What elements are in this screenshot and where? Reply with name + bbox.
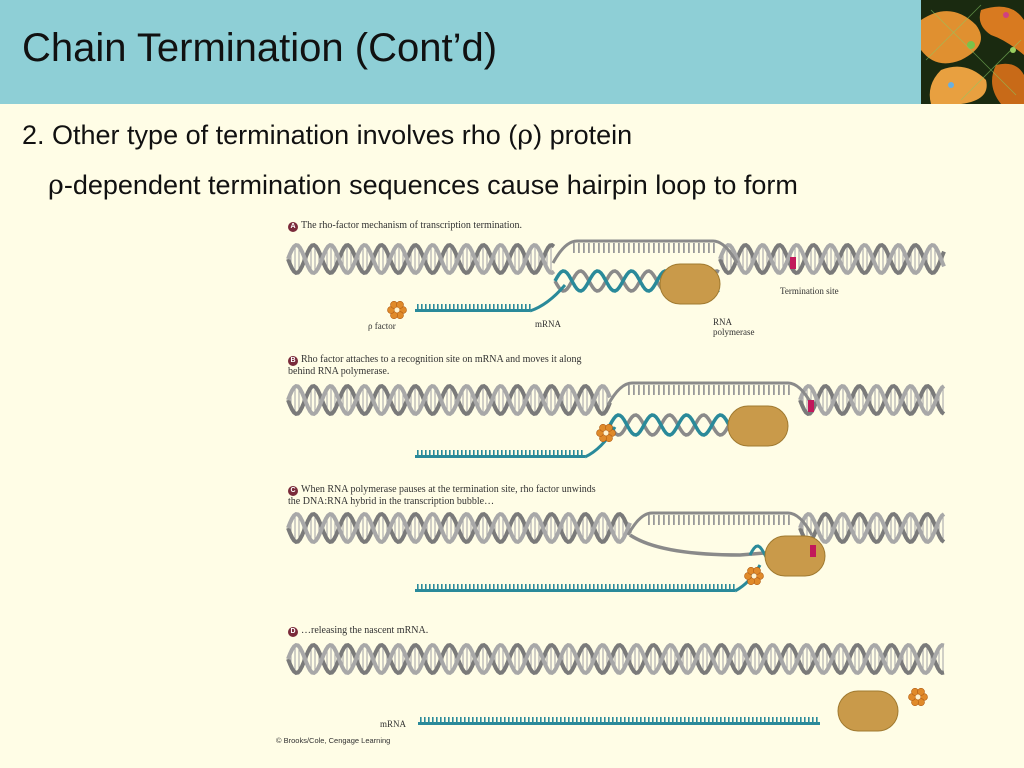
panel-d-caption: D…releasing the nascent mRNA. [288, 625, 588, 637]
panel-c-left-helix-strand-2 [286, 511, 632, 545]
panel-d-full-helix-strand-2 [286, 642, 945, 676]
panel-b-rho-factor [596, 424, 616, 442]
panel-c-template-strand [629, 533, 766, 557]
bullet-point-1: 2. Other type of termination involves rh… [22, 120, 633, 151]
bubble-top-strand [606, 381, 814, 406]
panel-b-left-helix-strand-2 [286, 383, 612, 417]
figure-credit: © Brooks/Cole, Cengage Learning [276, 736, 391, 745]
bullet-point-2: ρ-dependent termination sequences cause … [48, 170, 798, 201]
panel-b-rna-polymerase [727, 405, 789, 447]
panel-a-left-helix-strand-2 [286, 242, 556, 276]
panel-d-full-helix-strand-1 [286, 642, 945, 676]
termination-site-label: Termination site [780, 286, 839, 296]
panel-d-rho-factor [908, 688, 928, 706]
panel-a-mrna-rise [529, 284, 567, 313]
panel-d-released-mrna [418, 722, 820, 725]
panel-b-mrna [415, 455, 585, 458]
termination-site-mark [790, 257, 796, 269]
mrna-released-label: mRNA [380, 719, 407, 729]
panel-a-mrna [415, 309, 530, 312]
panel-c-mrna [415, 589, 735, 592]
bubble-top-strand [626, 511, 814, 536]
panel-c-right-helix-strand-2 [798, 511, 946, 545]
panel-b-left-helix-strand-1 [286, 383, 612, 417]
title-bar [0, 0, 1024, 104]
termination-site-mark [810, 545, 816, 557]
panel-a-rho-factor [387, 301, 407, 319]
mrna-label: mRNA [535, 319, 562, 329]
corner-decorative-image [921, 0, 1024, 104]
rna-polymerase-label: RNA polymerase [713, 317, 755, 337]
slide-title: Chain Termination (Cont’d) [22, 26, 498, 70]
panel-a-right-helix-strand-2 [718, 242, 946, 276]
termination-site-mark [808, 400, 814, 412]
panel-d-rna-polymerase [837, 690, 899, 732]
panel-c-rho-factor [744, 567, 764, 585]
panel-b-right-helix-strand-2 [798, 383, 946, 417]
rho-termination-figure [286, 239, 946, 732]
rho-factor-label: ρ factor [368, 321, 396, 331]
panel-a-rna-polymerase [659, 263, 721, 305]
bubble-top-strand [551, 239, 739, 264]
